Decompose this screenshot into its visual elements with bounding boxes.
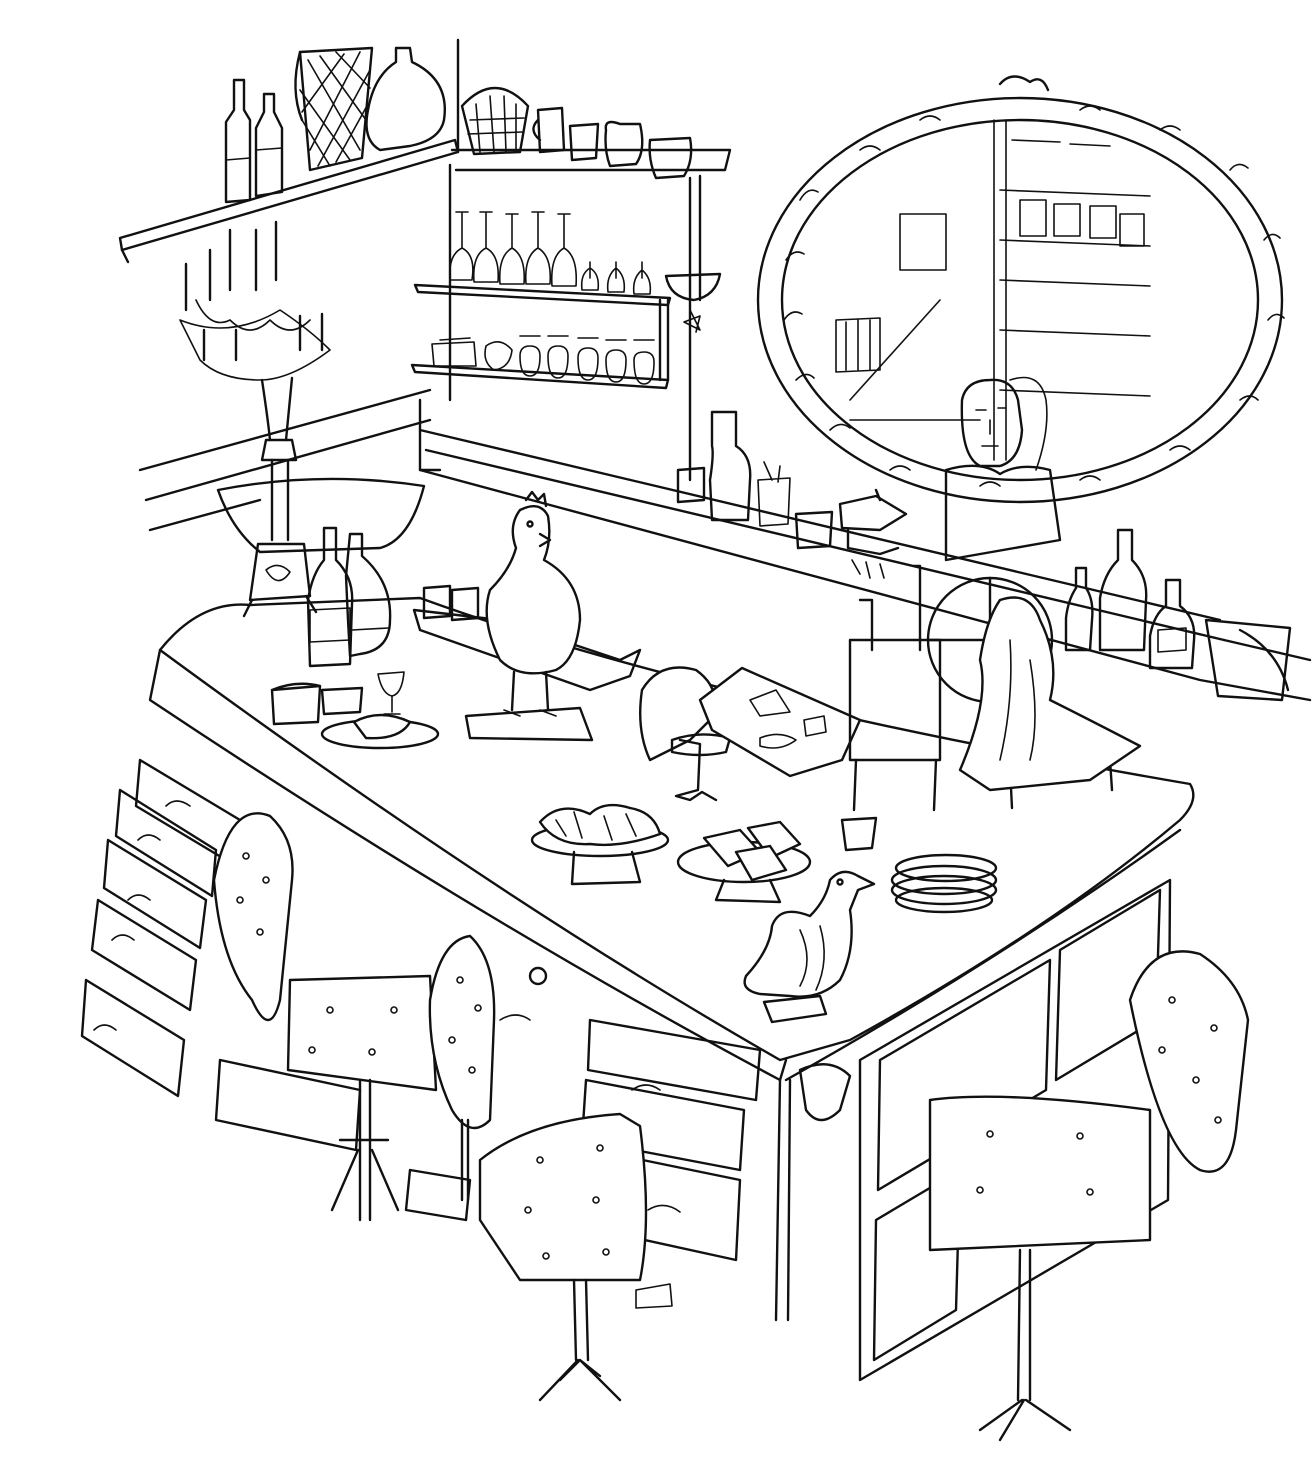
glassware-shelf-unit [410,148,732,482]
large-bowl [216,477,426,554]
ornate-mirror [756,75,1285,504]
shelf-back-jars [676,410,834,550]
small-cup [840,816,878,852]
stuffed-rolls-platter [676,820,812,904]
stool-back-middle [428,934,496,1202]
lattice-pitcher [294,46,374,172]
candelabra-base-box [242,542,318,618]
counter-drawers [80,758,792,1322]
stool-seat-left [286,974,438,1222]
wine-glasses-row-1 [448,211,652,295]
duck-figurine [743,870,876,1024]
right-bottles [1064,528,1196,670]
stack-of-flatbreads [890,853,998,914]
round-vase [365,46,446,152]
bust-sculpture [944,376,1062,562]
wine-glasses-row-2 [431,335,655,385]
chicken-figurine [464,490,594,742]
tall-bottle [224,78,252,204]
jugs-row [532,106,693,180]
small-pots [270,671,405,726]
stool-seat-right [928,1095,1152,1442]
upper-left-shelf [118,38,460,264]
stool-back-right [1128,950,1250,1173]
hanging-bowl [664,272,722,333]
back-counter [138,388,1312,702]
plate-with-cheese [320,713,440,750]
wine-jug [344,532,392,658]
covered-dish-with-cloth [639,666,732,802]
stool-seat-front [478,1112,673,1402]
croissants-on-stand [530,803,670,886]
cake-stand [838,488,908,579]
candelabra [179,220,331,542]
basket [460,86,530,156]
draped-cloth [958,596,1142,792]
cutting-board-with-cheese [698,666,862,778]
milk-bottle [254,92,284,198]
metal-bucket [1204,618,1292,702]
stool-back-left [212,812,294,1021]
